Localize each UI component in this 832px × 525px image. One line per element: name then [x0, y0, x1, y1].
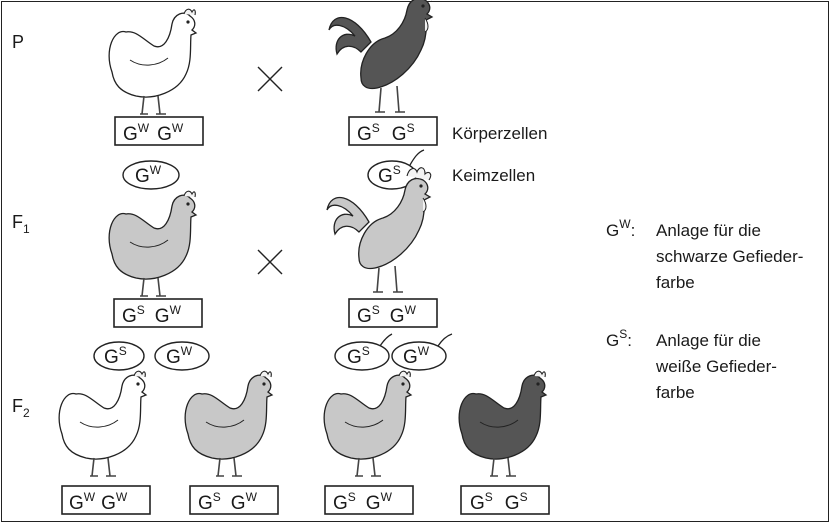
cross-symbol — [257, 66, 283, 92]
body-cells-label: Körperzellen — [452, 124, 547, 143]
generation-f2: F2 — [12, 396, 30, 420]
p-rooster-gamete: GS — [367, 149, 425, 190]
svg-text:schwarze Gefieder-: schwarze Gefieder- — [656, 247, 803, 266]
f2-hen-grey-2-icon — [323, 370, 412, 477]
svg-text:GS: GS — [104, 344, 127, 368]
p-hen-gamete: GW — [122, 160, 180, 190]
svg-text:farbe: farbe — [656, 273, 695, 292]
f2-hen-white-icon — [58, 370, 147, 477]
f1-rooster-gamete-w: GW — [391, 333, 453, 371]
cross-symbol-f1 — [257, 249, 283, 275]
generation-p: P — [12, 32, 24, 52]
legend-white-allele: GS: Anlage für die weiße Gefieder- farbe — [606, 327, 777, 402]
generation-f1: F1 — [12, 212, 30, 236]
p-hen-white-icon — [108, 8, 197, 115]
svg-text:Anlage für die: Anlage für die — [656, 221, 761, 240]
f2-hen-black-icon — [458, 370, 547, 477]
f1-hen-gamete-s: GS — [93, 341, 145, 371]
svg-text:GW: GW — [166, 344, 193, 368]
germ-cells-label: Keimzellen — [452, 166, 535, 185]
p-rooster-black-icon — [328, 0, 434, 113]
f1-rooster-gamete-s: GS — [334, 333, 393, 371]
legend-black-allele: GW: Anlage für die schwarze Gefieder- fa… — [606, 217, 803, 292]
svg-text:Anlage für die: Anlage für die — [656, 331, 761, 350]
f2-hen-grey-1-icon — [184, 370, 273, 477]
f1-hen-grey-icon — [108, 190, 197, 297]
svg-text:GW: GW — [135, 163, 162, 187]
svg-text:GS: GS — [378, 163, 401, 187]
svg-text:GS: GS — [347, 344, 370, 368]
svg-text:GW:: GW: — [606, 217, 635, 240]
f1-hen-gamete-w: GW — [154, 341, 210, 371]
svg-text:weiße Gefieder-: weiße Gefieder- — [655, 357, 777, 376]
svg-text:GS:: GS: — [606, 327, 632, 350]
svg-text:GW: GW — [403, 344, 430, 368]
svg-text:farbe: farbe — [656, 383, 695, 402]
